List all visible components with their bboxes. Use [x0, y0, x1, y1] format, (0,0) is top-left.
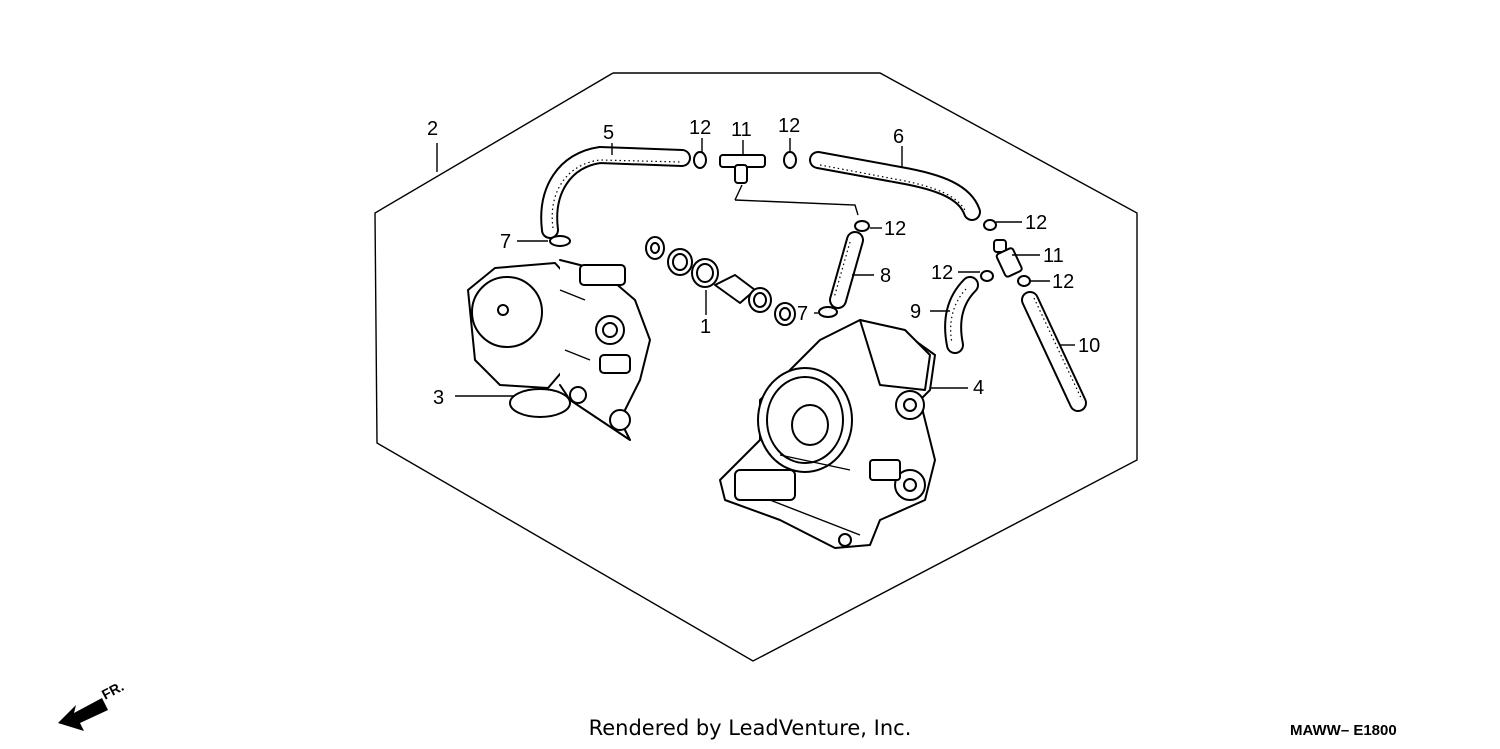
footer-credit: Rendered by LeadVenture, Inc. — [588, 716, 912, 740]
front-label: FR. — [99, 678, 126, 703]
hose-6[interactable] — [809, 151, 981, 221]
callout-2: 2 — [427, 118, 438, 140]
clip-7-right[interactable] — [818, 306, 838, 318]
clip-12-right-right[interactable] — [1017, 275, 1031, 287]
leader-lines — [436, 138, 1075, 397]
callout-12-d: 12 — [1025, 212, 1047, 234]
carburetor-3[interactable] — [467, 259, 651, 441]
callout-5: 5 — [603, 122, 614, 144]
callout-12-e: 12 — [931, 262, 953, 284]
diagram-code: MAWW– E1800 — [1290, 722, 1397, 739]
callout-12-a: 12 — [689, 117, 711, 139]
carburetor-4[interactable] — [719, 319, 936, 549]
hose-10[interactable] — [1021, 291, 1087, 412]
callout-6: 6 — [893, 126, 904, 148]
hose-5[interactable] — [540, 145, 691, 239]
clip-12-mid[interactable] — [854, 220, 870, 232]
callout-9: 9 — [910, 301, 921, 323]
assembly-boundary — [374, 72, 1138, 662]
callout-12-f: 12 — [1052, 271, 1074, 293]
callout-1: 1 — [700, 316, 711, 338]
clip-12-top-right[interactable] — [783, 151, 797, 169]
callout-12-c: 12 — [884, 218, 906, 240]
clip-12-top-left[interactable] — [693, 151, 707, 169]
callout-12-b: 12 — [778, 115, 800, 137]
callout-11-b: 11 — [1043, 245, 1064, 267]
t-joint-11-right[interactable] — [993, 239, 1023, 278]
callout-7-a: 7 — [500, 231, 511, 253]
callout-11-a: 11 — [731, 119, 752, 141]
joint-pipe-set-1[interactable] — [645, 236, 796, 326]
callout-3: 3 — [433, 387, 444, 409]
callout-7-b: 7 — [797, 303, 808, 325]
hose-9[interactable] — [944, 276, 979, 354]
callout-4: 4 — [973, 377, 984, 399]
callout-8: 8 — [880, 265, 891, 287]
hose-8[interactable] — [829, 231, 864, 309]
callout-10: 10 — [1078, 335, 1100, 357]
clip-12-right-upper[interactable] — [983, 219, 997, 231]
clip-12-right-left[interactable] — [980, 270, 994, 282]
clip-7-left[interactable] — [549, 235, 571, 247]
